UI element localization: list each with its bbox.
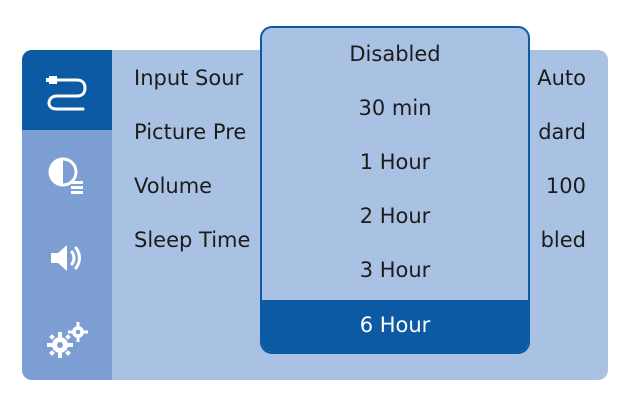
dropdown-option-30-min[interactable]: 30 min — [358, 96, 432, 120]
dropdown-option-6-hour[interactable]: 6 Hour — [262, 300, 528, 352]
sidebar-item-settings[interactable] — [22, 300, 112, 380]
setting-value-picture-preset[interactable]: dard — [538, 120, 586, 144]
sidebar-item-input-source[interactable] — [22, 50, 112, 130]
dropdown-option-1-hour[interactable]: 1 Hour — [359, 150, 431, 174]
setting-label-input-source[interactable]: Input Sour — [134, 66, 244, 90]
dropdown-option-disabled[interactable]: Disabled — [349, 42, 441, 66]
setting-label-volume[interactable]: Volume — [134, 174, 213, 198]
setting-label-picture-preset[interactable]: Picture Pre — [134, 120, 247, 144]
setting-value-sleep-timer[interactable]: bled — [540, 228, 586, 252]
sidebar-item-audio[interactable] — [22, 218, 112, 298]
setting-value-input-source[interactable]: Auto — [537, 66, 586, 90]
setting-label-sleep-timer[interactable]: Sleep Time — [134, 228, 251, 252]
dropdown-option-2-hour[interactable]: 2 Hour — [359, 204, 431, 228]
dropdown-option-3-hour[interactable]: 3 Hour — [359, 258, 431, 282]
sidebar-item-picture[interactable] — [22, 136, 112, 216]
gears-settings-icon — [47, 322, 88, 358]
sleep-timer-dropdown[interactable]: Disabled 30 min 1 Hour 2 Hour 3 Hour 6 H… — [260, 26, 530, 354]
setting-value-volume[interactable]: 100 — [545, 174, 586, 198]
input-cable-icon — [46, 76, 87, 111]
sidebar — [22, 50, 112, 380]
speaker-volume-icon — [51, 245, 81, 271]
picture-contrast-icon — [48, 157, 83, 194]
